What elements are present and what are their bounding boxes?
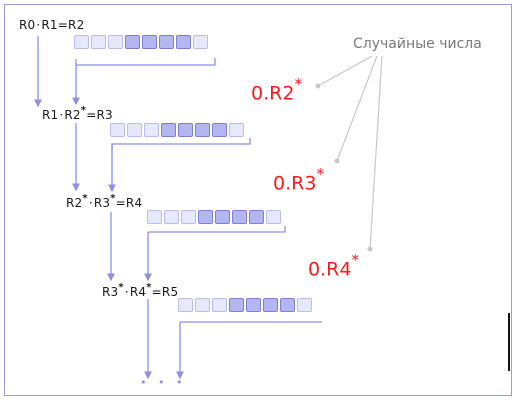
feedback-r4 [148,226,286,233]
register-cell [178,298,193,312]
register-cell [229,298,244,312]
equation-2: R1·R2*=R3 [42,105,113,122]
register-r5 [178,298,314,312]
star-b: * [110,193,116,204]
equation-1: R0·R1=R2 [19,16,84,32]
multiply-dot: · [36,18,41,32]
operand-a: R3 [102,285,119,299]
operand-b: R2 [64,108,81,122]
register-r3 [110,123,246,137]
operand-a: R0 [19,18,36,32]
random-prefix: 0. [308,258,327,281]
operand-b: R1 [41,18,58,32]
pointer-dot-r3 [334,158,340,164]
diagram-frame [4,4,512,396]
star-a: * [82,193,88,204]
register-cell [195,298,210,312]
multiply-dot: · [59,108,64,122]
random-number-r4: 0.R4* [308,251,359,281]
pointer-dot-r4 [367,246,373,252]
equals-sign: = [115,196,126,210]
register-cell [280,298,295,312]
register-r2 [74,35,210,49]
register-cell [176,35,191,49]
pointer-r4 [369,55,383,250]
register-cell [198,210,213,224]
result: R2 [68,18,85,32]
multiply-dot: · [124,285,129,299]
star-b: * [80,105,87,116]
register-cell [212,123,227,137]
register-cell [212,298,227,312]
register-cell [159,35,174,49]
random-number-r2: 0.R2* [251,75,302,105]
register-cell [161,123,176,137]
register-cell [195,123,210,137]
register-cell [263,298,278,312]
register-cell [144,123,159,137]
pointer-dot-r2 [315,83,321,89]
equation-4: R3*·R4*=R5 [102,282,179,299]
random-name: R3 [291,172,317,195]
register-r4 [147,210,283,224]
register-cell [91,35,106,49]
equation-3: R2*·R3*=R4 [66,193,143,210]
feedback-r2 [75,58,216,66]
register-cell [110,123,125,137]
random-name: R4 [326,258,352,281]
register-cell [297,298,312,312]
equals-sign: = [151,285,162,299]
result: R3 [96,108,113,122]
pointer-r3 [336,55,378,162]
edge-mark [508,313,510,371]
random-name: R2 [269,82,295,105]
register-cell [125,35,140,49]
operand-a: R2 [66,196,83,210]
register-cell [229,123,244,137]
equals-sign: = [86,108,97,122]
register-cell [74,35,89,49]
register-cell [246,298,261,312]
random-star: * [294,75,302,93]
register-cell [193,35,208,49]
random-prefix: 0. [273,172,292,195]
register-cell [108,35,123,49]
multiply-dot: · [88,196,93,210]
operand-a: R1 [42,108,59,122]
register-cell [147,210,162,224]
random-number-r3: 0.R3* [273,165,324,195]
register-cell [178,123,193,137]
equals-sign: = [57,18,69,32]
result: R5 [161,285,179,299]
operand-b: R4 [129,285,147,299]
register-cell [215,210,230,224]
feedback-r3 [111,138,251,149]
continuation-dots: • • • [140,376,187,389]
random-numbers-caption: Случайные числа [353,36,482,52]
random-prefix: 0. [251,82,270,105]
register-cell [164,210,179,224]
register-cell [249,210,264,224]
operand-b: R3 [93,196,111,210]
random-star: * [351,251,359,269]
register-cell [142,35,157,49]
register-cell [232,210,247,224]
register-cell [266,210,281,224]
star-a: * [118,282,124,293]
register-cell [181,210,196,224]
pointer-r2 [317,55,373,87]
result: R4 [125,196,143,210]
random-star: * [316,165,324,183]
register-cell [127,123,142,137]
star-b: * [146,282,152,293]
